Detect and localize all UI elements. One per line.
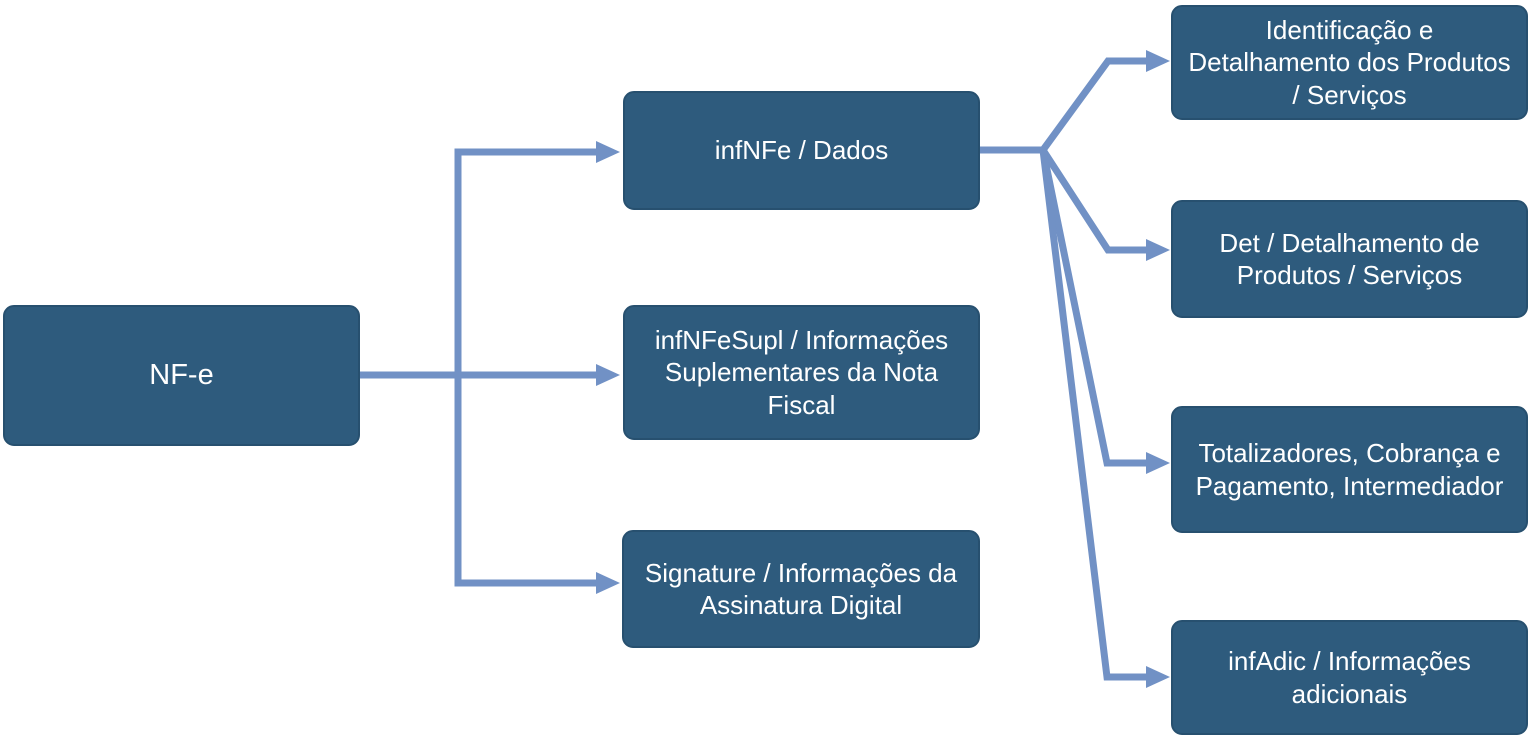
node-det-label: Det / Detalhamento de Produtos / Serviço… <box>1219 227 1480 291</box>
node-infnfe-dados: infNFe / Dados <box>623 91 980 210</box>
node-infnfe-dados-label: infNFe / Dados <box>714 135 889 166</box>
arrowhead-infnfe <box>596 141 620 163</box>
node-nfe: NF-e <box>3 305 360 446</box>
edge-infnfe-det <box>1040 148 1148 254</box>
node-signature: Signature / Informações da Assinatura Di… <box>622 530 980 648</box>
node-infadic-label: infAdic / Informações adicionais <box>1228 646 1471 709</box>
edge-nfe-trunk <box>454 148 600 587</box>
node-det: Det / Detalhamento de Produtos / Serviço… <box>1171 200 1528 318</box>
arrowhead-infadic <box>1146 666 1170 688</box>
node-infadic: infAdic / Informações adicionais <box>1171 620 1528 735</box>
arrowhead-signature <box>596 572 620 594</box>
node-infnfesupl-label: infNFeSupl / Informações Suplementares d… <box>654 324 949 420</box>
node-identificacao: Identificação e Detalhamento dos Produto… <box>1171 5 1528 120</box>
node-nfe-label: NF-e <box>149 359 214 392</box>
edge-infnfe-identificacao <box>1040 57 1148 153</box>
node-totalizadores-label: Totalizadores, Cobrança e Pagamento, Int… <box>1195 438 1504 501</box>
arrowhead-identificacao <box>1146 50 1170 72</box>
arrowhead-det <box>1146 239 1170 261</box>
node-signature-label: Signature / Informações da Assinatura Di… <box>644 557 958 621</box>
arrowhead-infnfesupl <box>596 364 620 386</box>
edge-infnfe-infadic <box>1039 149 1148 681</box>
node-identificacao-label: Identificação e Detalhamento dos Produto… <box>1188 14 1511 110</box>
edge-infnfe-totalizadores <box>1039 149 1148 467</box>
node-infnfesupl: infNFeSupl / Informações Suplementares d… <box>623 305 980 440</box>
node-totalizadores: Totalizadores, Cobrança e Pagamento, Int… <box>1171 406 1528 533</box>
arrowhead-totalizadores <box>1146 452 1170 474</box>
